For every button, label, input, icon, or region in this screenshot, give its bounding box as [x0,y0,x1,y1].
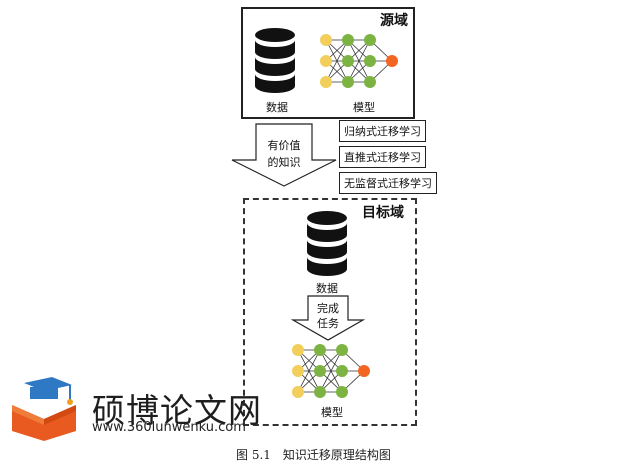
knowledge-transfer-arrow [231,123,337,187]
database-icon [255,28,295,93]
figure-caption: 图 5.1 知识迁移原理结构图 [236,448,391,462]
target-neural-network-icon [292,344,370,398]
source-model-label: 模型 [353,101,375,114]
transfer-type-inductive: 归纳式迁移学习 [339,120,426,142]
transfer-type-transductive: 直推式迁移学习 [339,146,426,168]
complete-task-arrow [290,295,366,341]
target-database-icon [307,211,347,276]
knowledge-text-line2: 的知识 [267,156,301,169]
source-data-label: 数据 [266,101,288,114]
target-model-label: 模型 [321,406,343,419]
task-text-line2: 任务 [317,317,339,330]
task-text-line1: 完成 [317,302,339,315]
target-domain-title: 目标域 [362,205,404,221]
neural-network-icon [320,34,398,88]
watermark-url: www.360lunwenku.com [92,420,246,435]
graduation-cap-book-icon [12,377,76,441]
source-domain-title: 源域 [380,13,408,29]
watermark-site-name: 硕博论文网 [92,391,262,430]
knowledge-text-line1: 有价值 [267,139,301,152]
target-data-label: 数据 [316,282,338,295]
transfer-type-unsupervised: 无监督式迁移学习 [339,172,437,194]
